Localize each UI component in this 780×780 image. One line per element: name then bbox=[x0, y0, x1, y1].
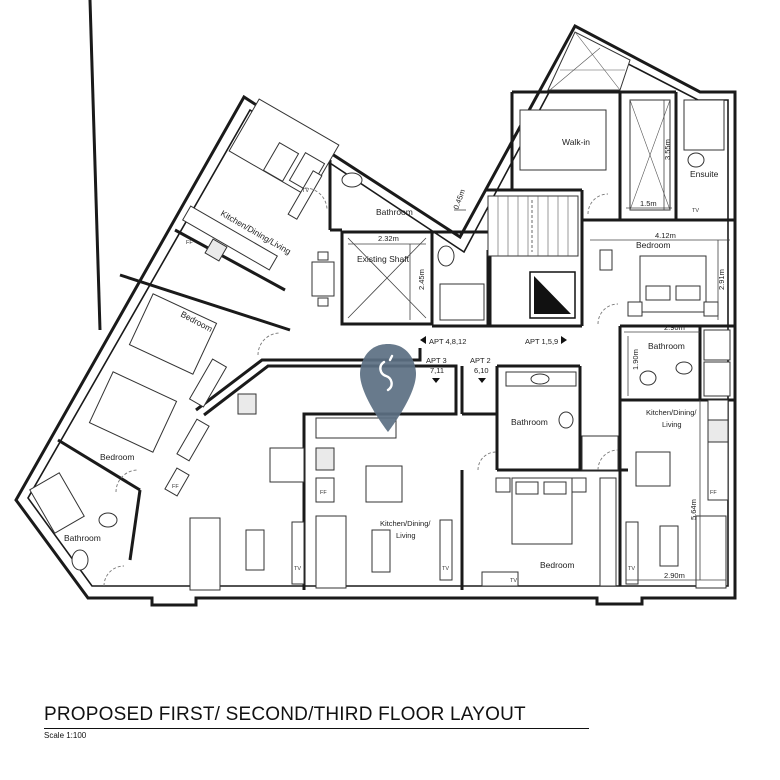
living-left-furniture bbox=[189, 447, 305, 591]
tv-label: TV bbox=[692, 208, 699, 214]
drawing-title: PROPOSED FIRST/ SECOND/THIRD FLOOR LAYOU… bbox=[44, 704, 526, 725]
apt-label-4-8-12: APT 4,8,12 bbox=[429, 337, 466, 346]
shaft-cross bbox=[347, 237, 427, 319]
location-pin-icon[interactable] bbox=[360, 344, 416, 432]
dim-label-15: 1.5m bbox=[640, 199, 657, 208]
dim-label-190: 1.90m bbox=[631, 349, 640, 370]
ff-label: FF bbox=[172, 484, 179, 490]
room-label-bathroom-top: Bathroom bbox=[376, 207, 413, 217]
room-label-bedroom-top-right: Bedroom bbox=[636, 240, 671, 250]
room-label-walk-in: Walk-in bbox=[562, 137, 590, 147]
stairs bbox=[487, 195, 579, 319]
room-label-kitchen-right-1: Kitchen/Dining/ bbox=[646, 408, 697, 417]
dim-label-564: 5.64m bbox=[689, 499, 698, 520]
dimension-lines bbox=[348, 100, 730, 581]
void-hatch bbox=[547, 31, 631, 91]
room-label-bedroom-center: Bedroom bbox=[540, 560, 575, 570]
apt-label-2-sub: 6,10 bbox=[474, 366, 489, 375]
fixture-labels: TV TV TV TV TV TV FF FF FF FF bbox=[172, 188, 717, 584]
drawing-scale: Scale 1:100 bbox=[44, 731, 87, 740]
room-label-bathroom-bottom-left: Bathroom bbox=[64, 533, 101, 543]
kitchen-left-furniture bbox=[182, 98, 340, 307]
bathroom-bottom-left-fixtures bbox=[29, 472, 118, 571]
apt-entry-arrows bbox=[420, 336, 567, 383]
kitchen-right-furniture bbox=[625, 399, 729, 589]
room-label-bathroom-center: Bathroom bbox=[511, 417, 548, 427]
tv-label: TV bbox=[628, 566, 635, 572]
bathroom-right-fixtures bbox=[639, 329, 731, 397]
tv-label: TV bbox=[294, 566, 301, 572]
room-label-bathroom-right: Bathroom bbox=[648, 341, 685, 351]
tv-label: TV bbox=[510, 578, 517, 584]
bathroom-center-fixtures bbox=[505, 371, 619, 471]
room-label-bedroom-left-lower: Bedroom bbox=[100, 452, 135, 462]
room-label-ensuite: Ensuite bbox=[690, 169, 719, 179]
outer-walls bbox=[14, 23, 737, 607]
ff-label: FF bbox=[320, 490, 327, 496]
room-label-kitchen-center-2: Living bbox=[396, 531, 416, 540]
apt-label-3-sub: 7,11 bbox=[430, 366, 444, 375]
ff-label: FF bbox=[710, 490, 717, 496]
apartment-labels: APT 4,8,12 APT 3 7,11 APT 2 6,10 APT 1,5… bbox=[426, 337, 558, 375]
tv-label: TV bbox=[442, 566, 449, 572]
dim-label-412: 4.12m bbox=[655, 231, 676, 240]
bedroom-left-furniture bbox=[88, 293, 257, 497]
room-label-existing-shaft: Existing Shaft bbox=[357, 254, 410, 264]
title-underline bbox=[44, 728, 589, 729]
dim-label-245: 2.45m bbox=[417, 269, 426, 290]
door-swings bbox=[103, 187, 619, 587]
room-label-kitchen-right-2: Living bbox=[662, 420, 682, 429]
dimension-labels: 0.45m 2.32m 2.45m 3.55m 1.5m 4.12m 2.91m… bbox=[378, 139, 726, 580]
kitchen-center-furniture bbox=[315, 417, 453, 589]
tv-label: TV bbox=[302, 188, 309, 194]
dim-label-291: 2.91m bbox=[717, 269, 726, 290]
apt-label-2: APT 2 bbox=[470, 356, 491, 365]
bedroom-top-right-furniture bbox=[519, 99, 725, 317]
dim-label-290-top: 2.90m bbox=[664, 323, 685, 332]
apt-label-1-5-9: APT 1,5,9 bbox=[525, 337, 558, 346]
dim-label-290-bottom: 2.90m bbox=[664, 571, 685, 580]
dim-label-232: 2.32m bbox=[378, 234, 399, 243]
dim-label-355: 3.55m bbox=[663, 139, 672, 160]
room-label-kitchen-center-1: Kitchen/Dining/ bbox=[380, 519, 431, 528]
ff-label: FF bbox=[186, 240, 193, 246]
bedroom-center-furniture bbox=[481, 477, 617, 587]
dim-label-045: 0.45m bbox=[451, 188, 467, 211]
apt-label-3: APT 3 bbox=[426, 356, 447, 365]
bathroom-top-fixtures bbox=[341, 172, 485, 321]
interior-walls bbox=[57, 0, 735, 590]
